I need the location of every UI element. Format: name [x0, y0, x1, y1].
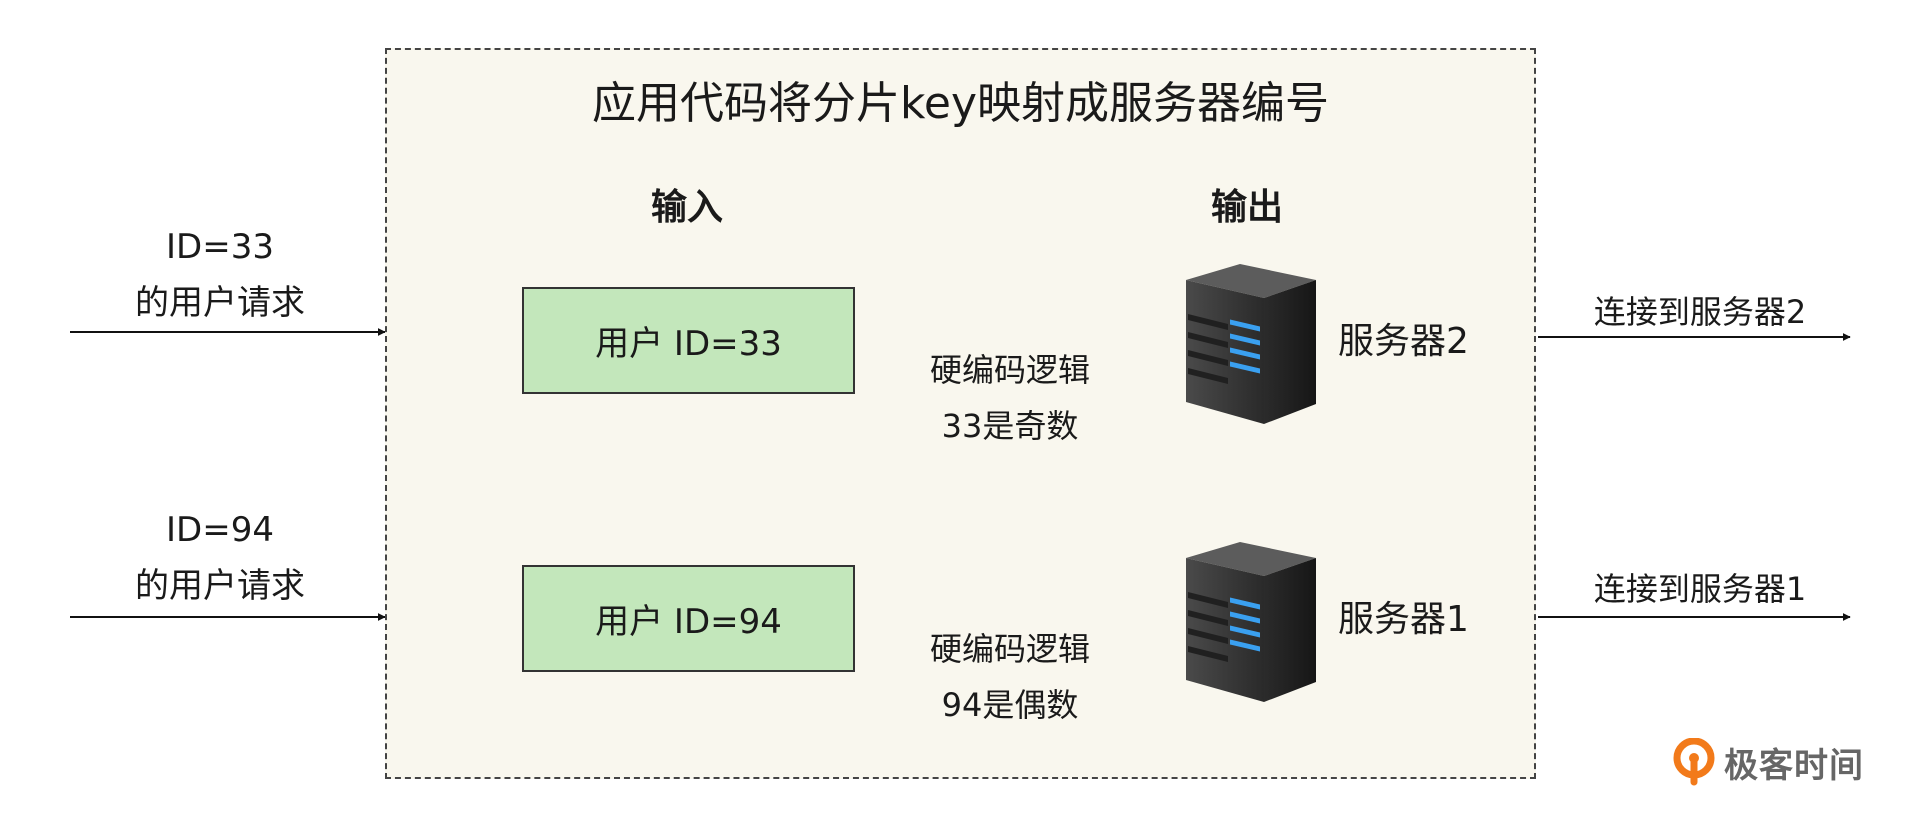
server-icon [1186, 264, 1316, 424]
logic-title-2: 硬编码逻辑 [929, 630, 1090, 668]
server-label-1: 服务器2 [1338, 321, 1469, 362]
brand-name: 极客时间 [1724, 745, 1864, 786]
mapping-logic-1: 硬编码逻辑 33是奇数 [890, 342, 1130, 454]
mapping-logic-2: 硬编码逻辑 94是偶数 [890, 621, 1130, 733]
request-id-2: ID=94 [166, 510, 274, 550]
user-id-box-1: 用户 ID=33 [522, 287, 855, 394]
brand-watermark: 极客时间 [1672, 738, 1864, 786]
output-label-1: 连接到服务器2 [1593, 293, 1807, 331]
logic-rule-2: 94是偶数 [941, 686, 1079, 724]
request-label-2: ID=94 的用户请求 [100, 502, 340, 614]
request-id-1: ID=33 [166, 227, 274, 267]
server-label-2: 服务器1 [1338, 599, 1469, 640]
output-header: 输出 [1211, 187, 1284, 228]
user-id-box-label-1: 用户 ID=33 [595, 324, 782, 364]
user-id-box-label-2: 用户 ID=94 [595, 602, 782, 642]
logic-title-1: 硬编码逻辑 [929, 351, 1090, 389]
request-label-1: ID=33 的用户请求 [100, 219, 340, 331]
geekbang-logo-icon [1673, 738, 1715, 786]
output-label-2: 连接到服务器1 [1593, 570, 1807, 608]
diagram-title: 应用代码将分片key映射成服务器编号 [591, 78, 1330, 129]
server-icon [1186, 542, 1316, 702]
request-desc-1: 的用户请求 [135, 283, 305, 323]
user-id-box-2: 用户 ID=94 [522, 565, 855, 672]
input-header: 输入 [651, 187, 724, 228]
request-desc-2: 的用户请求 [135, 566, 305, 606]
logic-rule-1: 33是奇数 [941, 407, 1079, 445]
